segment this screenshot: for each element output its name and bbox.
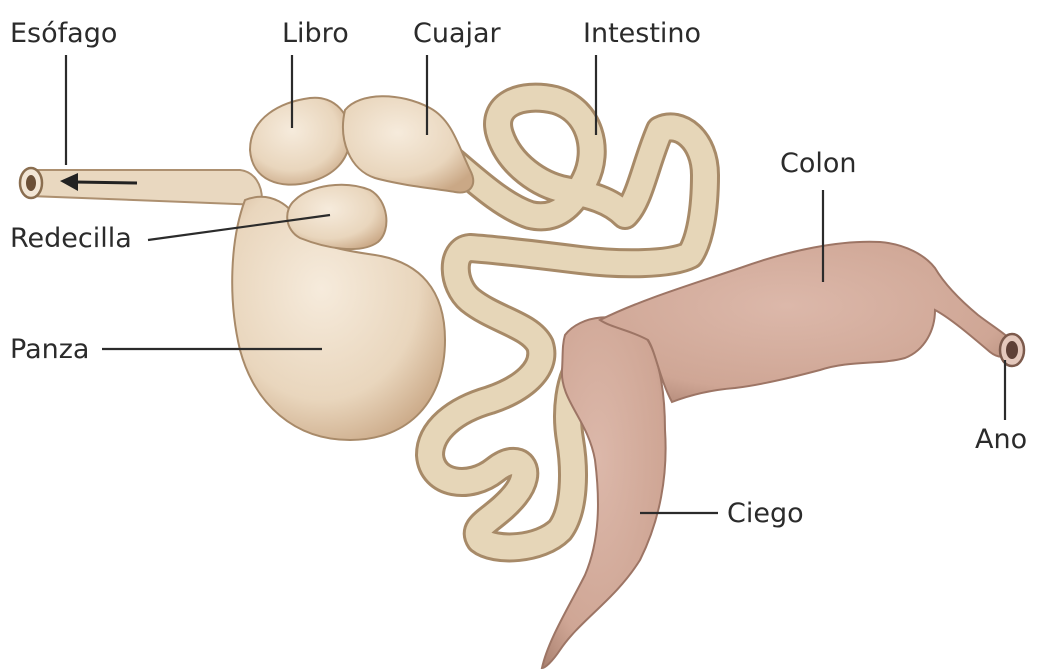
stomach [232, 96, 473, 440]
esophagus-lumen [26, 175, 36, 191]
reticulum-shape [287, 185, 386, 249]
esophagus-tube [30, 170, 262, 205]
label-cuajar: Cuajar [413, 18, 502, 49]
label-redecilla: Redecilla [10, 223, 132, 254]
label-esofago: Esófago [10, 18, 117, 49]
label-panza: Panza [10, 334, 89, 365]
label-colon: Colon [780, 148, 857, 179]
label-ciego: Ciego [727, 498, 804, 529]
abomasum-shape [343, 96, 473, 192]
anus-lumen [1006, 341, 1018, 359]
omasum-shape [250, 98, 350, 185]
label-intestino: Intestino [583, 18, 701, 49]
direction-arrow-shaft [75, 182, 137, 183]
label-ano: Ano [975, 424, 1027, 455]
large-intestine [542, 242, 1024, 668]
label-libro: Libro [282, 18, 349, 49]
esophagus [20, 168, 262, 205]
